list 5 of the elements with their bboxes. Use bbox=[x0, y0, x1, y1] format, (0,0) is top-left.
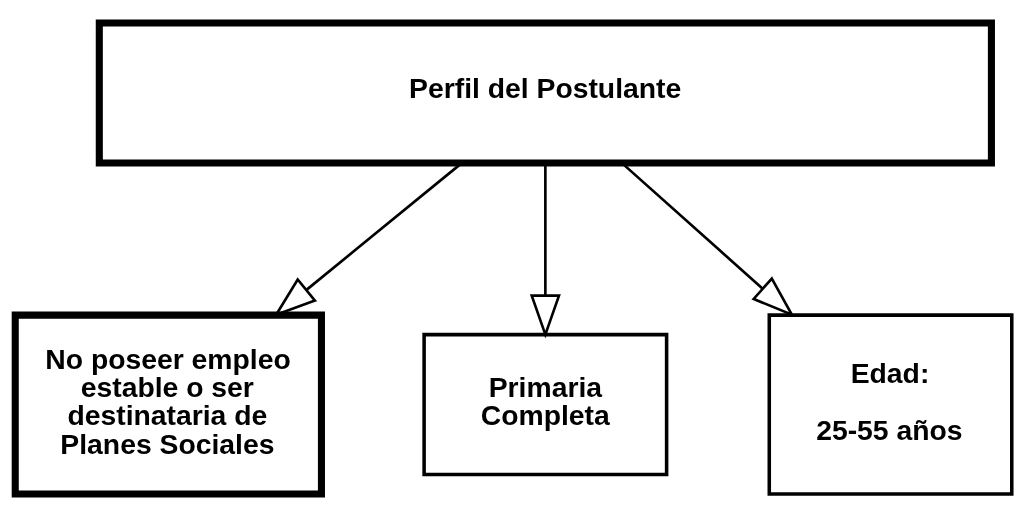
node-box: Primaria Completa bbox=[422, 332, 669, 477]
node-box: Perfil del Postulante bbox=[95, 19, 995, 167]
node-box: No poseer empleo estable o ser destinataria de Planes Sociales bbox=[11, 311, 325, 498]
node-box: Edad: 25-55 años bbox=[767, 313, 1014, 496]
arrow bbox=[529, 163, 561, 339]
